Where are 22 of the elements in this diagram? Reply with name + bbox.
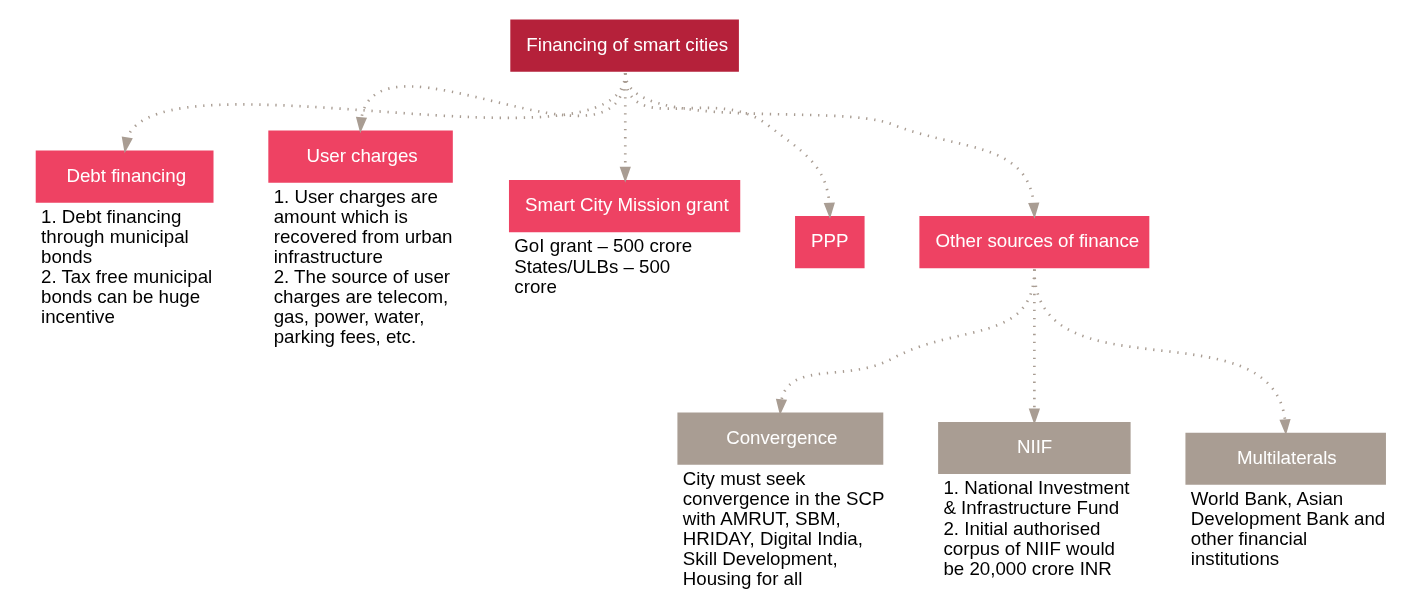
node-label: 2. Tax free municipal bonds can be huge incentive xyxy=(41,266,213,328)
node-box: Financing of smart cities xyxy=(510,19,739,72)
node-label: States/ULBs – 500 crore xyxy=(514,255,671,297)
node-label: GoI grant – 500 crore xyxy=(514,235,693,257)
arrow xyxy=(623,72,835,219)
arrow xyxy=(1033,269,1291,436)
node-label: 1. Debt financing through municipal bonds xyxy=(41,206,189,268)
node-label: 1. User charges are amount which is recovered from urban infrastructure xyxy=(273,185,453,268)
arrow xyxy=(624,72,1040,219)
node-box: PPP xyxy=(795,216,865,269)
node-box: Convergence xyxy=(677,412,884,465)
node-label: 1. National Investment & Infrastructure Fund xyxy=(943,477,1130,519)
node-box: Multilaterals xyxy=(1185,432,1386,485)
node-label: 2. The source of user charges are telecom, gas, power, water, parking fees, etc. xyxy=(273,266,451,348)
node-label: 2. Initial authorised corpus of NIIF would be 20,000 crore INR xyxy=(943,517,1115,579)
node-box: NIIF xyxy=(938,421,1131,475)
node-label: World Bank, Asian Development Bank and other financial institutions xyxy=(1190,488,1386,570)
node-box: User charges xyxy=(268,130,453,183)
node-box: Smart City Mission grant xyxy=(508,180,741,233)
node-box: Debt financing xyxy=(35,150,214,203)
node-label: City must seek convergence in the SCP with AMRUT, SBM, HRIDAY, Digital India, Skill Development, Housing for all xyxy=(682,468,885,590)
node-box: Other sources of finance xyxy=(919,216,1150,269)
